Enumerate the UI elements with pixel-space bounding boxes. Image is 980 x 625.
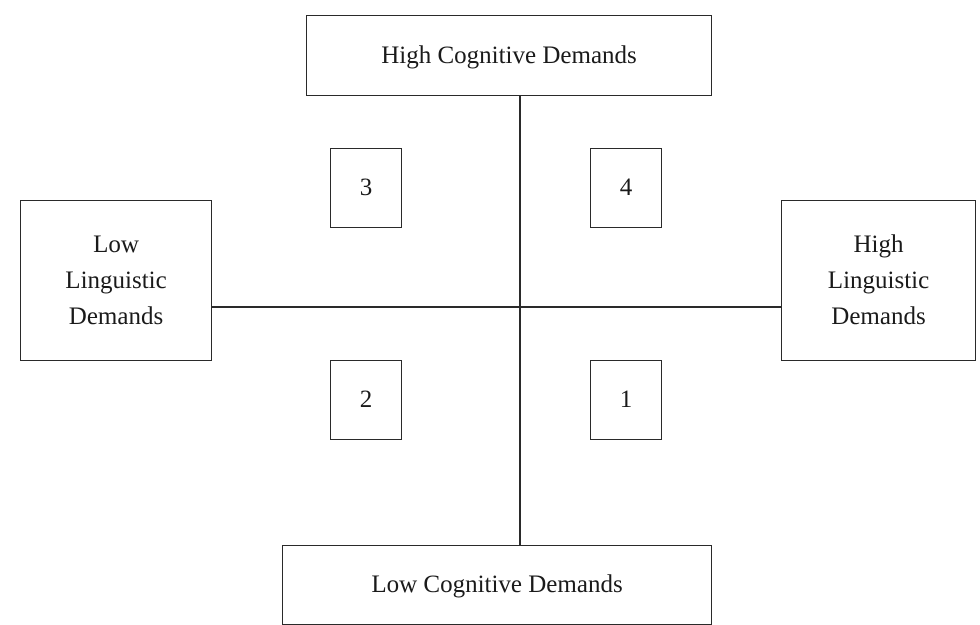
quadrant-3-label: 3 — [359, 174, 373, 201]
horizontal-axis-line — [212, 306, 781, 308]
quadrant-1-label: 1 — [619, 386, 633, 413]
quadrant-3-box: 3 — [330, 148, 402, 228]
low-linguistic-demands-box: Low Linguistic Demands — [20, 200, 212, 361]
high-linguistic-demands-line-2: Linguistic — [827, 266, 930, 294]
quadrant-2-box: 2 — [330, 360, 402, 440]
high-cognitive-demands-label: High Cognitive Demands — [381, 41, 637, 69]
low-linguistic-demands-line-3: Demands — [68, 302, 164, 330]
quadrant-4-label: 4 — [619, 174, 633, 201]
low-linguistic-demands-line-2: Linguistic — [65, 266, 167, 294]
low-cognitive-demands-label: Low Cognitive Demands — [371, 571, 623, 598]
quadrant-1-box: 1 — [590, 360, 662, 440]
high-linguistic-demands-box: High Linguistic Demands — [781, 200, 976, 361]
quadrant-2-label: 2 — [359, 386, 373, 413]
high-linguistic-demands-line-1: High — [853, 230, 904, 258]
high-linguistic-demands-line-3: Demands — [831, 302, 926, 330]
high-cognitive-demands-box: High Cognitive Demands — [306, 15, 712, 96]
low-linguistic-demands-line-1: Low — [93, 230, 139, 258]
quadrant-4-box: 4 — [590, 148, 662, 228]
low-cognitive-demands-box: Low Cognitive Demands — [282, 545, 712, 625]
vertical-axis-line — [519, 96, 521, 545]
